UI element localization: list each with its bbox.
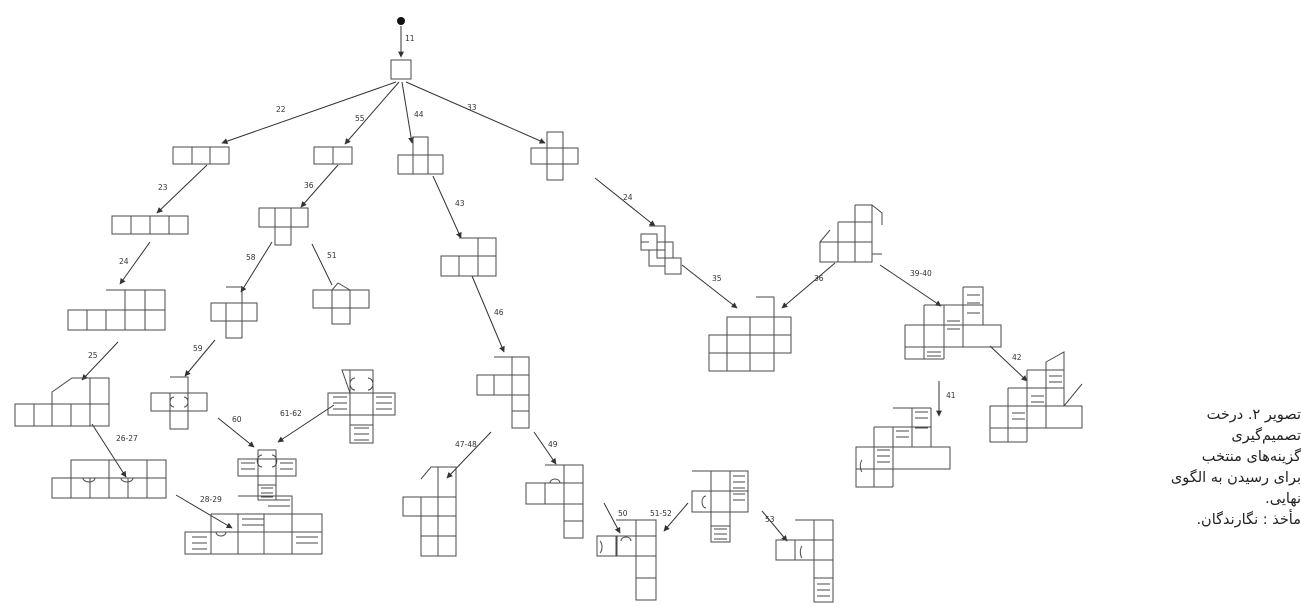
- edge-c2: [471, 275, 505, 353]
- edge-c4: [533, 431, 557, 465]
- net-shape: [440, 237, 497, 277]
- edge-label: 61-62: [280, 409, 302, 418]
- net-shape: [14, 377, 110, 427]
- edge-b1: [300, 164, 339, 208]
- edge-c5: [603, 502, 621, 534]
- net-shape: [691, 470, 749, 543]
- edge-label: 51: [327, 251, 337, 260]
- edge-label: 42: [1012, 353, 1022, 362]
- edge-label: 55: [355, 114, 365, 123]
- edge-a3: [81, 341, 119, 381]
- edge-c3: [446, 431, 492, 479]
- edge-c6: [663, 502, 689, 532]
- edge-c7: [761, 510, 788, 542]
- edge-d2: [681, 264, 738, 309]
- caption-line: مأخذ : نگارندگان.: [1196, 512, 1301, 528]
- edge-d: [405, 81, 546, 144]
- edge-label: 41: [946, 391, 956, 400]
- net-shape: [312, 282, 370, 325]
- net-shape: [327, 369, 396, 444]
- caption-line: گزینه‌های منتخب: [1201, 449, 1301, 465]
- decision-tree-diagram: 11 22 55 44 33 23 24 25 26-27 28-29 36 5…: [14, 17, 1083, 603]
- figure-caption: تصویر ۲. درخت تصمیم‌گیری گزینه‌های منتخب…: [1120, 405, 1301, 531]
- net-shape: [258, 207, 309, 246]
- edge-a: [221, 81, 397, 145]
- edge-label: 50: [618, 509, 628, 518]
- net-shape: [210, 286, 258, 339]
- edge-label: 60: [232, 415, 242, 424]
- edge-label: 26-27: [116, 434, 138, 443]
- caption-line: نهایی.: [1265, 491, 1301, 507]
- edge-b6: [277, 404, 335, 443]
- net-shape: [530, 131, 579, 181]
- net-shape: [819, 204, 883, 263]
- net-shape: [402, 466, 457, 557]
- net-shape: [150, 376, 208, 430]
- net-shape: [855, 407, 951, 488]
- net-shape: [476, 356, 530, 429]
- edge-d1: [594, 177, 656, 227]
- edge-c: [401, 81, 415, 144]
- edge-label: 49: [548, 440, 558, 449]
- edge-label: 53: [765, 515, 775, 524]
- edge-label: 39-40: [910, 269, 932, 278]
- start-node: [397, 17, 405, 25]
- edge-label: 24: [119, 257, 129, 266]
- net-shape: [111, 215, 189, 235]
- net-shape: [596, 519, 657, 601]
- edge-c1: [432, 175, 462, 239]
- net-shape: [397, 136, 444, 175]
- edge-b5: [217, 417, 255, 448]
- edge-label: 33: [467, 103, 477, 112]
- caption-line: تصمیم‌گیری: [1231, 428, 1301, 444]
- edge-label: 43: [455, 199, 465, 208]
- edge-label: 46: [494, 308, 504, 317]
- edge-b2: [240, 241, 273, 293]
- edge-a5: [175, 494, 233, 529]
- edge-a2: [119, 241, 151, 285]
- edge-d6: [989, 345, 1028, 382]
- edge-b3: [311, 243, 333, 286]
- edge-label: 47-48: [455, 440, 477, 449]
- edge-label: 58: [246, 253, 256, 262]
- edge-label: 24: [623, 193, 633, 202]
- edge-d4: [879, 264, 942, 307]
- net-shape: [172, 146, 230, 165]
- edge-label: 28-29: [200, 495, 222, 504]
- edge-label: 59: [193, 344, 203, 353]
- edge-label: 11: [405, 34, 415, 43]
- edge-label: 44: [414, 110, 424, 119]
- net-shape: [525, 464, 584, 539]
- shapes: [14, 59, 1083, 603]
- edge-d3: [781, 262, 836, 309]
- edge-a1: [156, 164, 208, 214]
- edges: [81, 26, 1028, 542]
- caption-line: برای رسیدن به الگوی: [1170, 470, 1301, 486]
- edge-b: [344, 81, 400, 145]
- net-shape: [184, 495, 323, 555]
- net-shape: [51, 459, 167, 499]
- edge-label: 22: [276, 105, 286, 114]
- edge-labels: 11 22 55 44 33 23 24 25 26-27 28-29 36 5…: [88, 34, 1022, 524]
- net-shape: [313, 146, 353, 165]
- edge-a4: [91, 423, 127, 478]
- edge-label: 36: [814, 274, 824, 283]
- edge-label: 36: [304, 181, 314, 190]
- net-shape: [640, 225, 682, 275]
- caption-line: تصویر ۲. درخت: [1206, 407, 1301, 423]
- net-shape: [775, 519, 834, 603]
- net-shape: [989, 351, 1083, 443]
- net-shape: [708, 296, 792, 372]
- edge-b4: [184, 339, 216, 377]
- net-shape: [390, 59, 412, 80]
- net-shape: [67, 289, 166, 331]
- edge-label: 35: [712, 274, 722, 283]
- net-shape: [237, 449, 297, 501]
- edge-label: 23: [158, 183, 168, 192]
- edge-label: 51-52: [650, 509, 672, 518]
- edge-label: 25: [88, 351, 98, 360]
- net-shape: [904, 286, 1002, 360]
